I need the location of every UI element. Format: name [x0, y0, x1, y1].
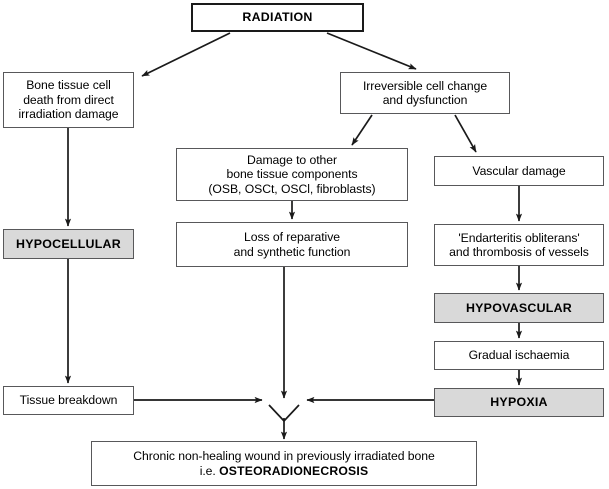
osteoradionecrosis-line2-prefix: i.e. [199, 463, 220, 478]
node-hypovascular[interactable]: HYPOVASCULAR [434, 293, 604, 323]
node-gradual-ischaemia-label: Gradual ischaemia [468, 348, 570, 363]
edge-irreversible-to-damage [351, 114, 373, 146]
edge-radiation-to-irreversible [326, 32, 417, 70]
node-osteoradionecrosis-label: Chronic non-healing wound in previously … [92, 449, 476, 478]
node-vascular-damage[interactable]: Vascular damage [434, 156, 604, 186]
node-endarteritis-obliterans[interactable]: 'Endarteritis obliterans'and thrombosis … [434, 224, 604, 266]
osteoradionecrosis-line2-bold: OSTEORADIONECROSIS [219, 463, 369, 478]
node-endarteritis-obliterans-label: 'Endarteritis obliterans'and thrombosis … [449, 230, 589, 259]
node-hypocellular[interactable]: HYPOCELLULAR [3, 229, 134, 259]
node-radiation-label: RADIATION [242, 10, 313, 25]
node-gradual-ischaemia[interactable]: Gradual ischaemia [434, 341, 604, 370]
node-hypovascular-label: HYPOVASCULAR [465, 300, 573, 315]
junction-merge-v [268, 404, 300, 423]
node-hypocellular-label: HYPOCELLULAR [16, 236, 121, 251]
osteoradionecrosis-line1: Chronic non-healing wound in previously … [133, 449, 435, 464]
node-vascular-damage-label: Vascular damage [472, 163, 566, 178]
node-hypoxia[interactable]: HYPOXIA [434, 388, 604, 417]
node-osteoradionecrosis[interactable]: Chronic non-healing wound in previously … [91, 441, 477, 486]
node-tissue-breakdown-label: Tissue breakdown [19, 393, 118, 408]
edge-radiation-to-bone-death [141, 32, 231, 77]
node-hypoxia-label: HYPOXIA [490, 395, 548, 410]
node-tissue-breakdown[interactable]: Tissue breakdown [3, 386, 134, 415]
node-radiation[interactable]: RADIATION [191, 3, 364, 32]
edge-irreversible-to-vascular [454, 114, 477, 153]
